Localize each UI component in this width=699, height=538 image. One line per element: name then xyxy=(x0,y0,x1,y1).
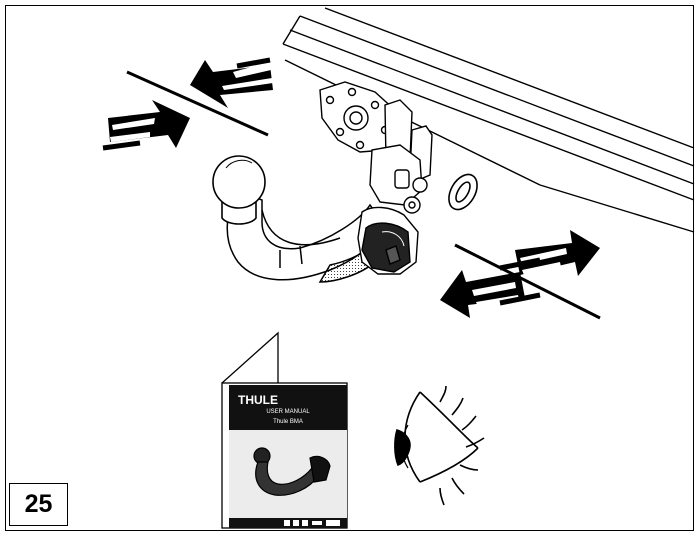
manual-subtitle: Thule BMA xyxy=(273,419,303,425)
manual-title: USER MANUAL xyxy=(266,409,310,415)
manual-brand: THULE xyxy=(238,393,278,407)
user-manual-booklet xyxy=(221,331,348,529)
page-frame xyxy=(5,5,694,531)
right-motion-arrows xyxy=(440,230,601,320)
safety-loop xyxy=(448,173,478,211)
electrical-socket xyxy=(357,206,419,275)
manual-cover-towbar xyxy=(253,447,331,496)
eye-icon xyxy=(394,385,485,506)
tow-ball xyxy=(212,155,266,225)
mechanism-housing xyxy=(369,144,428,214)
left-motion-arrows xyxy=(102,57,273,151)
step-number: 25 xyxy=(9,483,68,526)
vehicle-beam xyxy=(282,7,695,233)
